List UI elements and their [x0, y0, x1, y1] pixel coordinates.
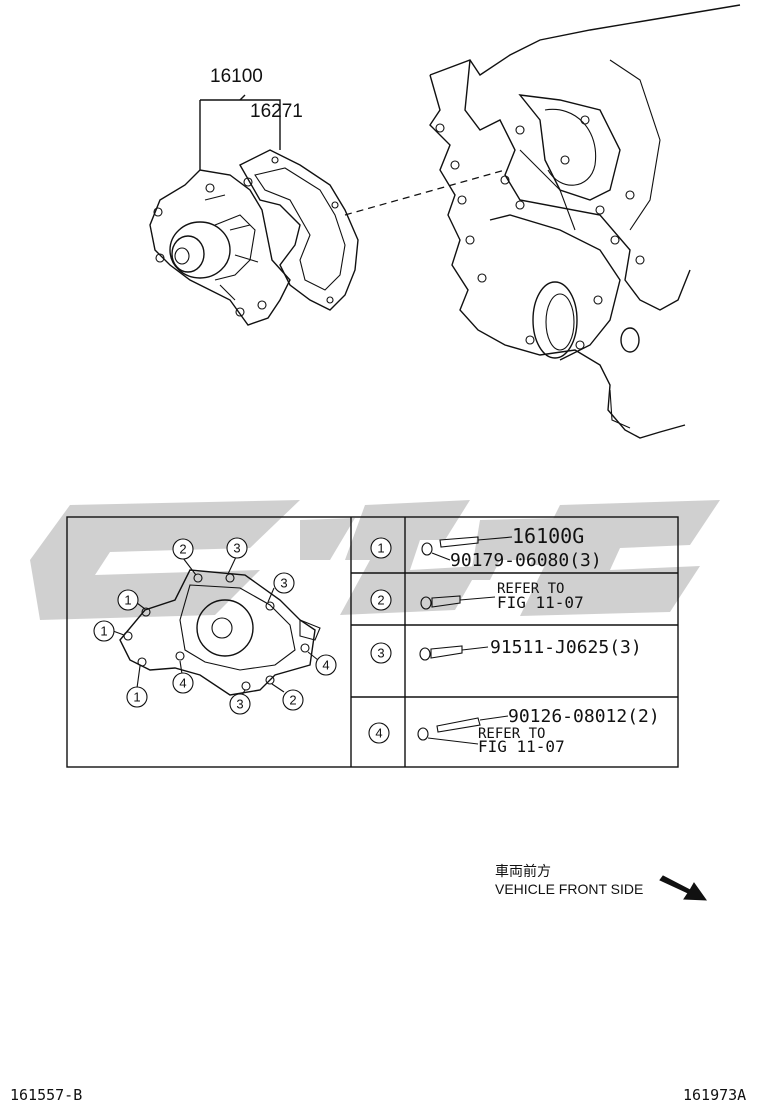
svg-text:3: 3 — [233, 541, 240, 556]
svg-text:3: 3 — [280, 576, 287, 591]
bolt-row-4-part: 90126-08012(2) — [508, 706, 660, 727]
bolt-row-2: 2 REFER TO FIG 11-07 — [370, 581, 584, 612]
callout-2-top: 2 — [172, 538, 194, 560]
alignment-dashed-line — [344, 169, 506, 216]
callout-3-right: 3 — [273, 572, 295, 594]
bolt-row-1-part-b: 90179-06080(3) — [450, 550, 602, 571]
callout-1-upper: 1 — [117, 589, 139, 611]
callout-4-lower: 4 — [172, 672, 194, 694]
callout-1-lower: 1 — [126, 686, 148, 708]
footer-right-code: 161973A — [683, 1086, 746, 1104]
bolt-location-diagram — [112, 556, 321, 698]
svg-text:1: 1 — [133, 690, 140, 705]
callout-3-bottom: 3 — [229, 693, 251, 715]
bolt-row-3: 3 91511-J0625(3) — [370, 637, 642, 664]
svg-text:3: 3 — [236, 697, 243, 712]
svg-text:2: 2 — [179, 542, 186, 557]
front-arrow-icon — [659, 875, 707, 901]
direction-japanese: 車両前方 — [495, 863, 551, 879]
bolt-row-4-refer: REFER TO — [478, 726, 545, 742]
svg-text:4: 4 — [322, 658, 329, 673]
part-label-16100: 16100 — [210, 66, 263, 87]
bolt-row-4-fig: FIG 11-07 — [478, 737, 565, 756]
direction-english: VEHICLE FRONT SIDE — [495, 881, 643, 897]
bolt-row-4: 4 90126-08012(2) REFER TO FIG 11-07 — [368, 706, 660, 756]
bolt-row-2-refer: REFER TO — [497, 581, 564, 597]
vehicle-front-indicator: 車両前方 VEHICLE FRONT SIDE — [495, 863, 707, 901]
watermark-logo — [30, 500, 720, 620]
diagram-callouts: 2 3 3 1 1 1 4 4 3 2 — [93, 537, 337, 715]
svg-text:4: 4 — [375, 726, 382, 741]
svg-text:4: 4 — [179, 676, 186, 691]
callout-4-right: 4 — [315, 654, 337, 676]
engine-timing-cover — [429, 4, 741, 439]
svg-text:2: 2 — [289, 693, 296, 708]
callout-2-bottom: 2 — [282, 689, 304, 711]
bolt-row-1: 1 16100G 90179-06080(3) — [370, 524, 602, 571]
bolt-table-frame — [66, 516, 679, 768]
svg-text:1: 1 — [377, 541, 384, 556]
bolt-row-2-fig: FIG 11-07 — [497, 593, 584, 612]
footer-left-code: 161557-B — [10, 1086, 82, 1104]
bolt-row-1-part-a: 16100G — [512, 524, 584, 548]
callout-3-top: 3 — [226, 537, 248, 559]
part-label-16271: 16271 — [250, 101, 303, 122]
svg-text:1: 1 — [124, 593, 131, 608]
callout-1-left: 1 — [93, 620, 115, 642]
bolt-row-3-part: 91511-J0625(3) — [490, 637, 642, 658]
svg-text:2: 2 — [377, 593, 384, 608]
water-pump-assembly — [149, 94, 359, 326]
svg-text:3: 3 — [377, 646, 384, 661]
svg-text:1: 1 — [100, 624, 107, 639]
